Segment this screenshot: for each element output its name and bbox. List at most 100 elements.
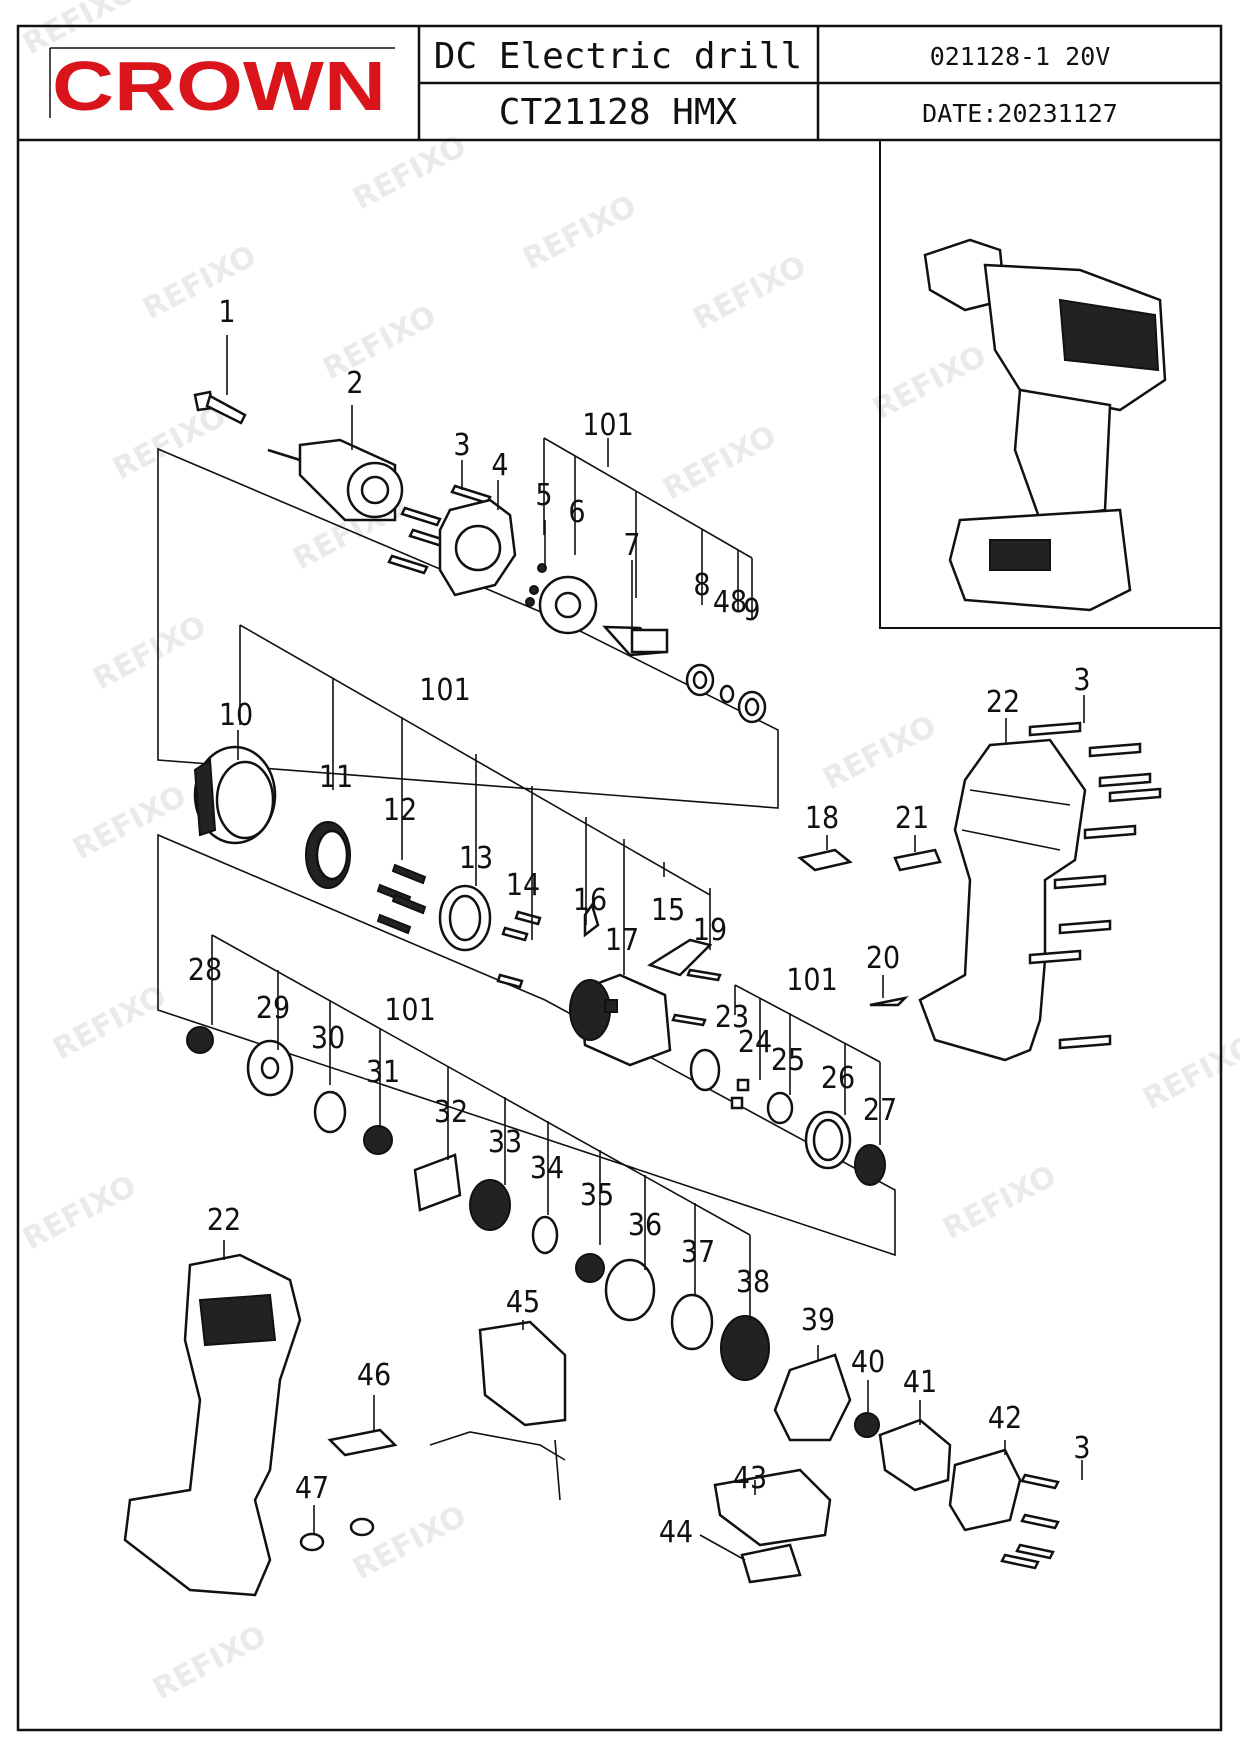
product-name: DC Electric drill bbox=[434, 36, 802, 77]
product-view-frame bbox=[879, 139, 1222, 629]
part-11-ring bbox=[305, 821, 351, 889]
assembled-drill-drawing bbox=[923, 238, 1167, 612]
part-1-screw bbox=[193, 390, 247, 425]
label-part-40: 40 bbox=[851, 1345, 885, 1380]
label-part-24: 24 bbox=[738, 1025, 772, 1060]
label-part-34: 34 bbox=[530, 1151, 564, 1186]
label-part-31: 31 bbox=[366, 1055, 400, 1090]
watermark-text: REFIXO bbox=[17, 1169, 142, 1258]
part-5-6-7 bbox=[525, 563, 669, 657]
label-part-101-bottom: 101 bbox=[384, 993, 436, 1028]
watermark-text: REFIXO bbox=[517, 189, 642, 278]
part-labels: 1 2 3 4 101 5 6 7 8 48 9 10 11 12 13 14 … bbox=[188, 295, 1091, 1550]
label-part-8: 8 bbox=[693, 568, 710, 603]
label-part-22-right: 22 bbox=[986, 685, 1020, 720]
label-part-29: 29 bbox=[256, 991, 290, 1026]
part-23-27-set bbox=[689, 1048, 886, 1186]
watermark-text: REFIXO bbox=[1137, 1029, 1240, 1118]
label-part-15: 15 bbox=[651, 893, 685, 928]
label-part-7: 7 bbox=[623, 528, 640, 563]
label-part-101-right: 101 bbox=[786, 963, 838, 998]
label-part-12: 12 bbox=[383, 793, 417, 828]
part-4-cover-plate bbox=[438, 498, 517, 597]
label-part-33: 33 bbox=[488, 1125, 522, 1160]
label-part-3: 3 bbox=[453, 428, 470, 463]
label-part-27: 27 bbox=[863, 1093, 897, 1128]
label-part-17: 17 bbox=[605, 923, 639, 958]
label-part-2: 2 bbox=[346, 366, 363, 401]
part-18-20-21 bbox=[797, 848, 942, 1007]
label-part-43: 43 bbox=[733, 1461, 767, 1496]
label-part-10: 10 bbox=[219, 698, 253, 733]
code-voltage: 021128-1 20V bbox=[930, 42, 1111, 71]
part-46-47 bbox=[299, 1428, 398, 1552]
part-43-44-base bbox=[713, 1468, 832, 1584]
drawing-date: DATE:20231127 bbox=[922, 99, 1118, 128]
label-part-4: 4 bbox=[491, 448, 508, 483]
label-part-6: 6 bbox=[568, 495, 585, 530]
leader-lines bbox=[211, 335, 1085, 1561]
label-part-47: 47 bbox=[295, 1471, 329, 1506]
label-part-22-left: 22 bbox=[207, 1203, 241, 1238]
brand-logo-text: CROWN bbox=[52, 47, 386, 125]
part-3-housing-screws bbox=[1028, 721, 1162, 1050]
watermark-text: REFIXO bbox=[347, 129, 472, 218]
watermark-text: REFIXO bbox=[937, 1159, 1062, 1248]
label-part-37: 37 bbox=[681, 1235, 715, 1270]
watermark-text: REFIXO bbox=[107, 399, 232, 488]
watermark-text: REFIXO bbox=[657, 419, 782, 508]
label-part-5: 5 bbox=[535, 478, 552, 513]
part-13-plate bbox=[438, 884, 492, 952]
label-part-46: 46 bbox=[357, 1358, 391, 1393]
label-part-44: 44 bbox=[659, 1515, 693, 1550]
label-part-3-right: 3 bbox=[1073, 663, 1090, 698]
label-part-11: 11 bbox=[319, 760, 353, 795]
part-19-pins bbox=[671, 968, 722, 1027]
label-part-35: 35 bbox=[580, 1178, 614, 1213]
label-part-36: 36 bbox=[628, 1208, 662, 1243]
label-part-19: 19 bbox=[693, 913, 727, 948]
crown-logo: CROWN bbox=[49, 47, 395, 125]
label-part-23: 23 bbox=[715, 1000, 749, 1035]
part-3-screws bbox=[387, 484, 492, 575]
label-part-30: 30 bbox=[311, 1021, 345, 1056]
label-part-41: 41 bbox=[903, 1365, 937, 1400]
page-border bbox=[16, 24, 1223, 1732]
label-part-101-middle: 101 bbox=[419, 673, 471, 708]
label-part-101-top: 101 bbox=[582, 408, 634, 443]
part-8-48-9-bearings bbox=[685, 663, 767, 724]
watermark-text: REFIXO bbox=[687, 249, 812, 338]
label-part-21: 21 bbox=[895, 801, 929, 836]
label-part-20: 20 bbox=[866, 941, 900, 976]
watermark-text: REFIXO bbox=[347, 1499, 472, 1588]
label-part-9: 9 bbox=[743, 593, 760, 628]
watermark-text: REFIXO bbox=[137, 239, 262, 328]
label-part-39: 39 bbox=[801, 1303, 835, 1338]
part-39-42-motor bbox=[773, 1353, 1060, 1570]
part-14-pins bbox=[496, 910, 542, 989]
part-22-housing-left bbox=[123, 1253, 302, 1597]
label-part-13: 13 bbox=[459, 841, 493, 876]
label-part-16: 16 bbox=[573, 883, 607, 918]
label-part-42: 42 bbox=[988, 1401, 1022, 1436]
label-part-38: 38 bbox=[736, 1265, 770, 1300]
watermark-text: REFIXO bbox=[867, 339, 992, 428]
label-part-1: 1 bbox=[218, 295, 235, 330]
label-part-18: 18 bbox=[805, 801, 839, 836]
part-22-housing-right bbox=[918, 738, 1087, 1062]
label-part-14: 14 bbox=[506, 868, 540, 903]
watermark-text: REFIXO bbox=[147, 1619, 272, 1708]
watermark-text: REFIXO bbox=[67, 779, 192, 868]
part-2-chuck bbox=[267, 438, 404, 522]
part-10-clutch-ring bbox=[193, 745, 277, 845]
part-45-switch bbox=[429, 1320, 567, 1501]
watermark-text: REFIXO bbox=[817, 709, 942, 798]
watermark-text: REFIXO bbox=[47, 979, 172, 1068]
watermark-text: REFIXO bbox=[87, 609, 212, 698]
label-part-28: 28 bbox=[188, 953, 222, 988]
watermark-text: REFIXO bbox=[317, 299, 442, 388]
label-part-45: 45 bbox=[506, 1285, 540, 1320]
label-part-3-lower: 3 bbox=[1073, 1431, 1090, 1466]
part-12-springs bbox=[376, 863, 427, 935]
